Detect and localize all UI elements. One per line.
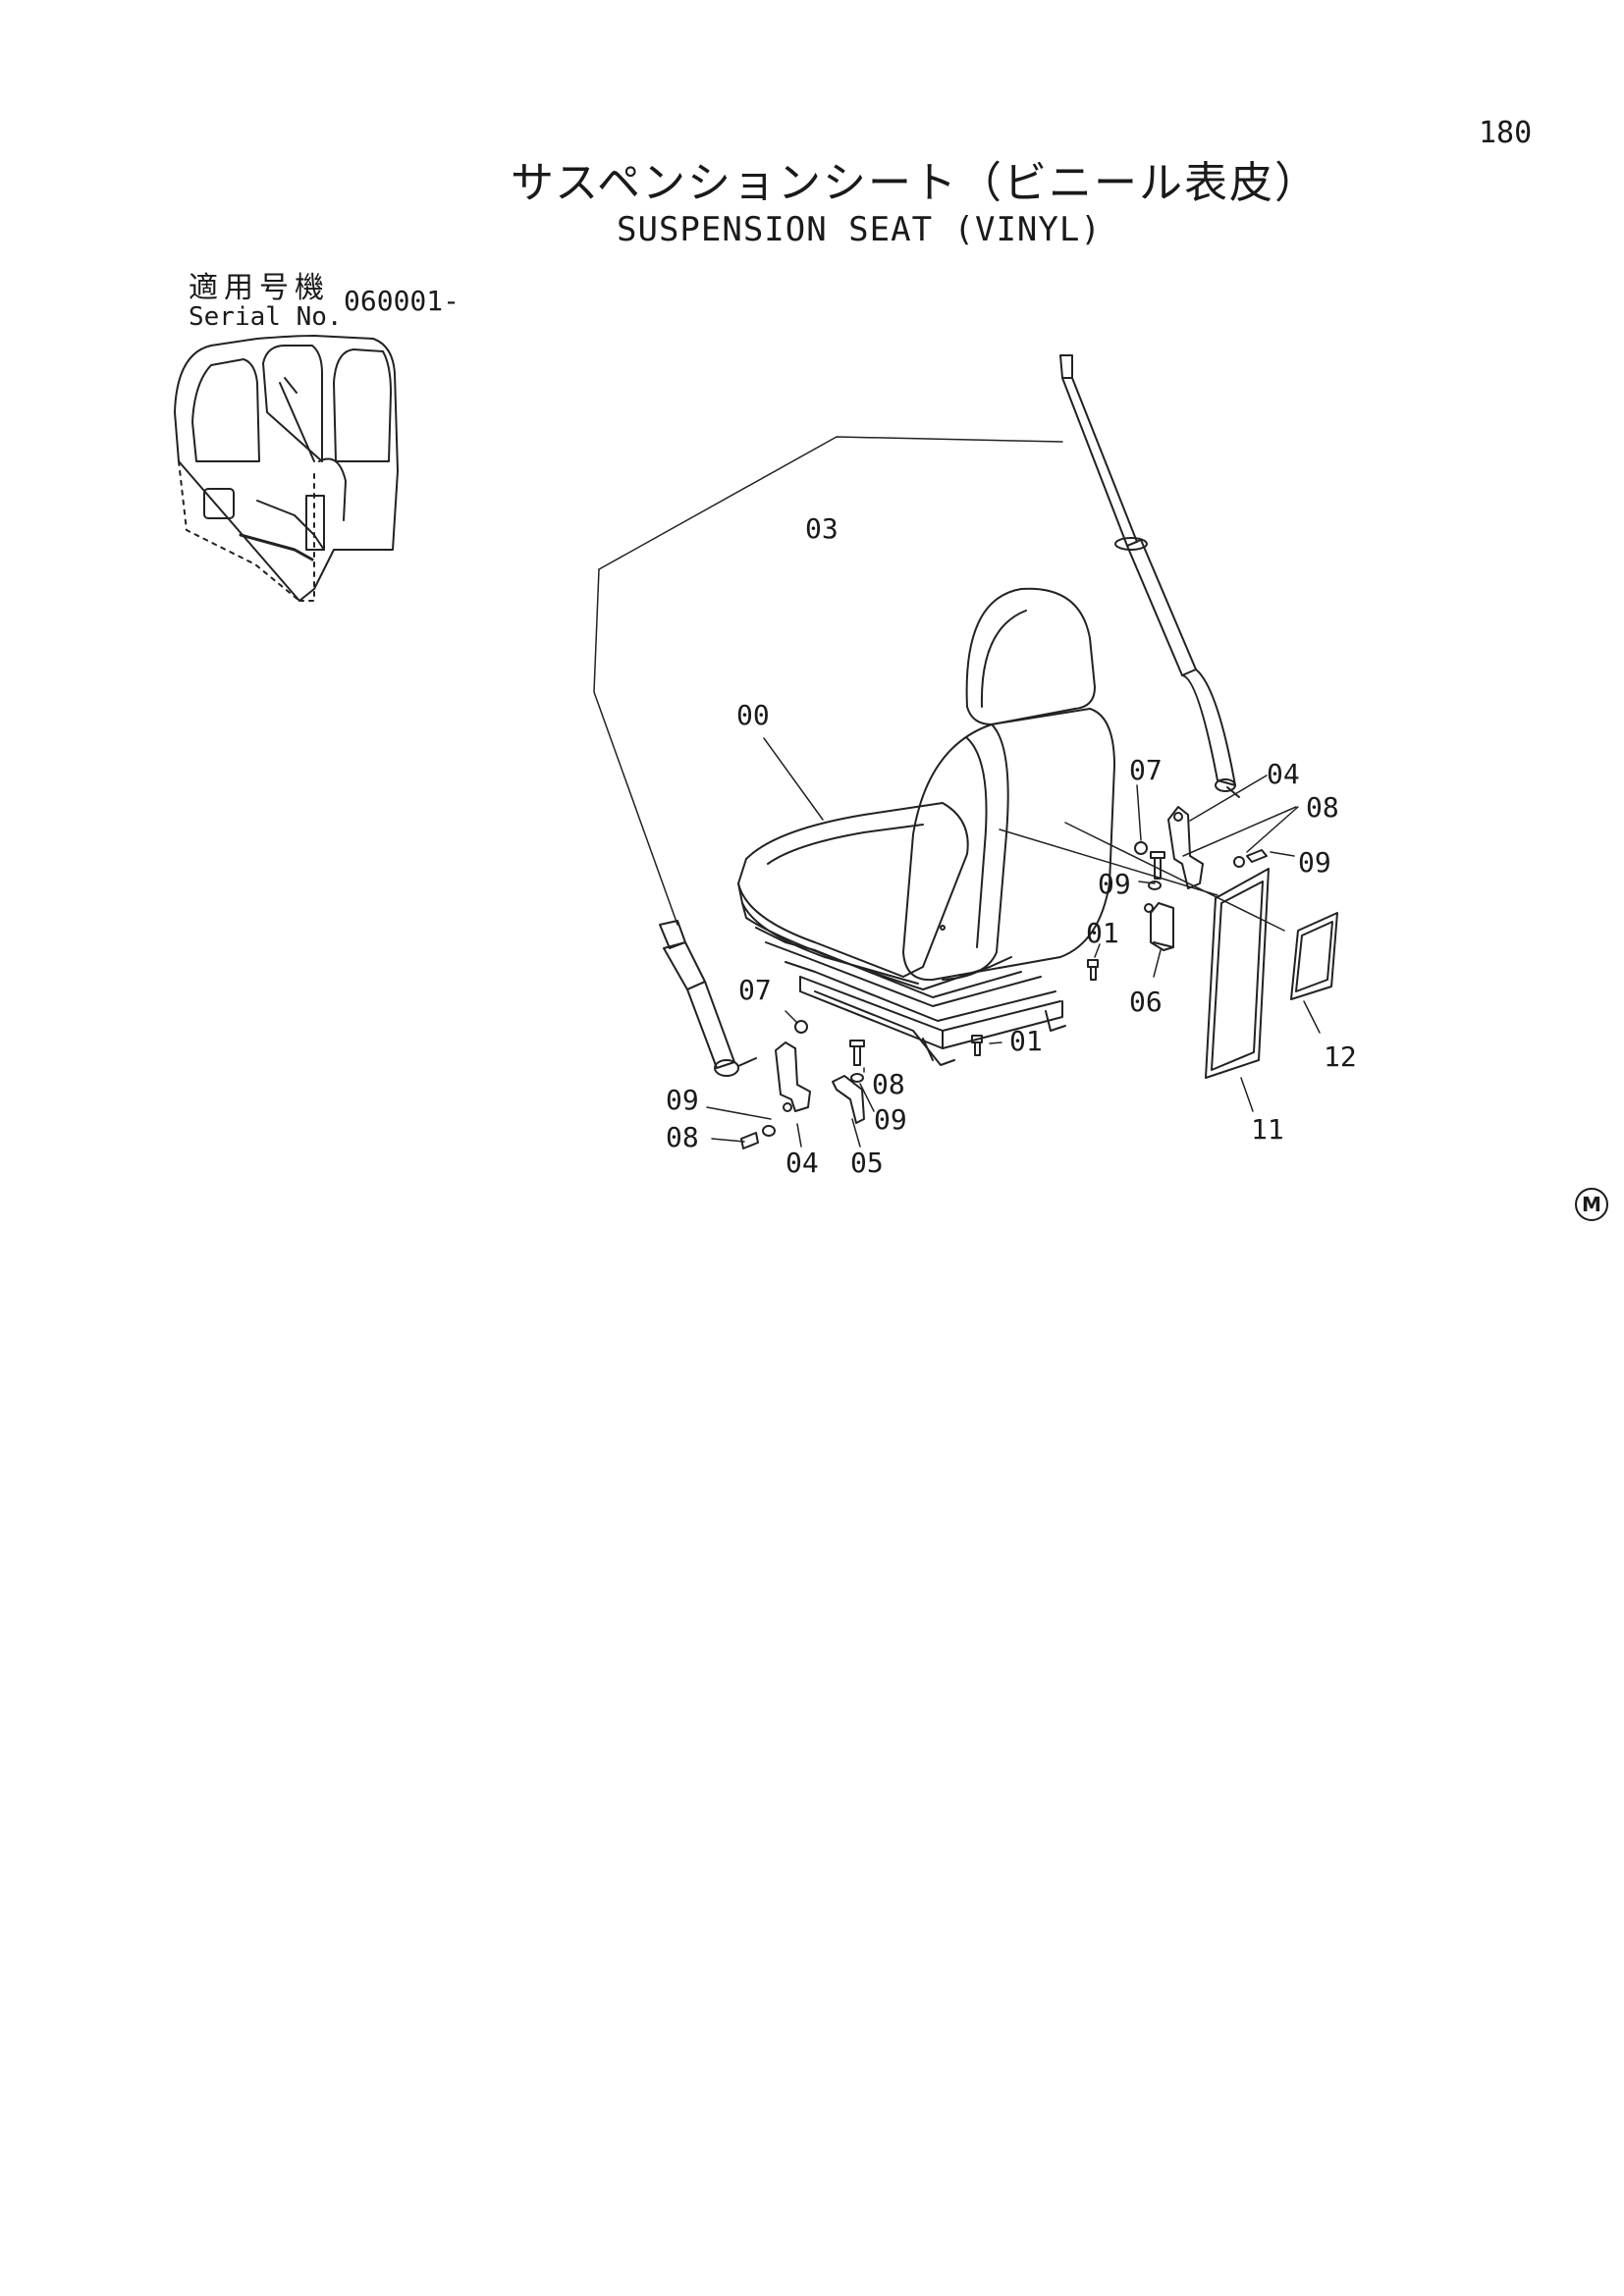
callout-11: 11	[1251, 1113, 1284, 1146]
panel-11	[1205, 868, 1270, 1079]
callout-00: 00	[736, 699, 770, 731]
callout-01-right: 01	[1086, 917, 1119, 949]
callout-09-right-b: 09	[1098, 868, 1131, 900]
callout-12: 12	[1324, 1041, 1357, 1073]
serial-label-japanese: 適用号機	[189, 271, 330, 305]
seat-suspension	[741, 902, 1066, 1066]
maker-mark-icon: M	[1575, 1188, 1608, 1221]
callout-06: 06	[1129, 986, 1163, 1018]
callout-09-right-a: 09	[1298, 846, 1331, 879]
callout-07-left: 07	[738, 974, 772, 1006]
callout-01-bottom: 01	[1009, 1025, 1043, 1057]
callout-08-mid: 08	[872, 1068, 905, 1100]
hardware-left	[740, 959, 1099, 1149]
plate-12	[1290, 912, 1338, 1000]
page-title-japanese: サスペンションシート（ビニール表皮）	[511, 158, 1321, 208]
bracket-06	[1144, 902, 1174, 951]
callout-09-mid: 09	[874, 1103, 907, 1136]
callout-04-right: 04	[1267, 758, 1300, 790]
callout-03: 03	[805, 512, 839, 545]
page-number: 180	[1479, 116, 1533, 150]
callout-04-left: 04	[785, 1147, 819, 1179]
callout-05: 05	[850, 1147, 884, 1179]
page-title-english: SUSPENSION SEAT (VINYL)	[617, 210, 1102, 249]
callout-09-left: 09	[666, 1084, 699, 1116]
seat-cushion	[737, 802, 969, 985]
left-strut	[659, 920, 757, 1077]
cab-thumbnail	[174, 335, 399, 602]
bracket-right	[1167, 806, 1204, 889]
leader-lines	[706, 737, 1321, 1148]
right-strut	[1059, 354, 1240, 798]
callout-08-left: 08	[666, 1121, 699, 1153]
serial-label-english: Serial No.	[189, 302, 343, 332]
callout-07-right: 07	[1129, 754, 1163, 786]
callout-08-right: 08	[1306, 791, 1339, 824]
seat-headrest	[965, 587, 1096, 725]
seat-backrest	[902, 708, 1115, 982]
serial-number-range: 060001-	[344, 285, 460, 317]
hardware-right	[1134, 841, 1268, 890]
